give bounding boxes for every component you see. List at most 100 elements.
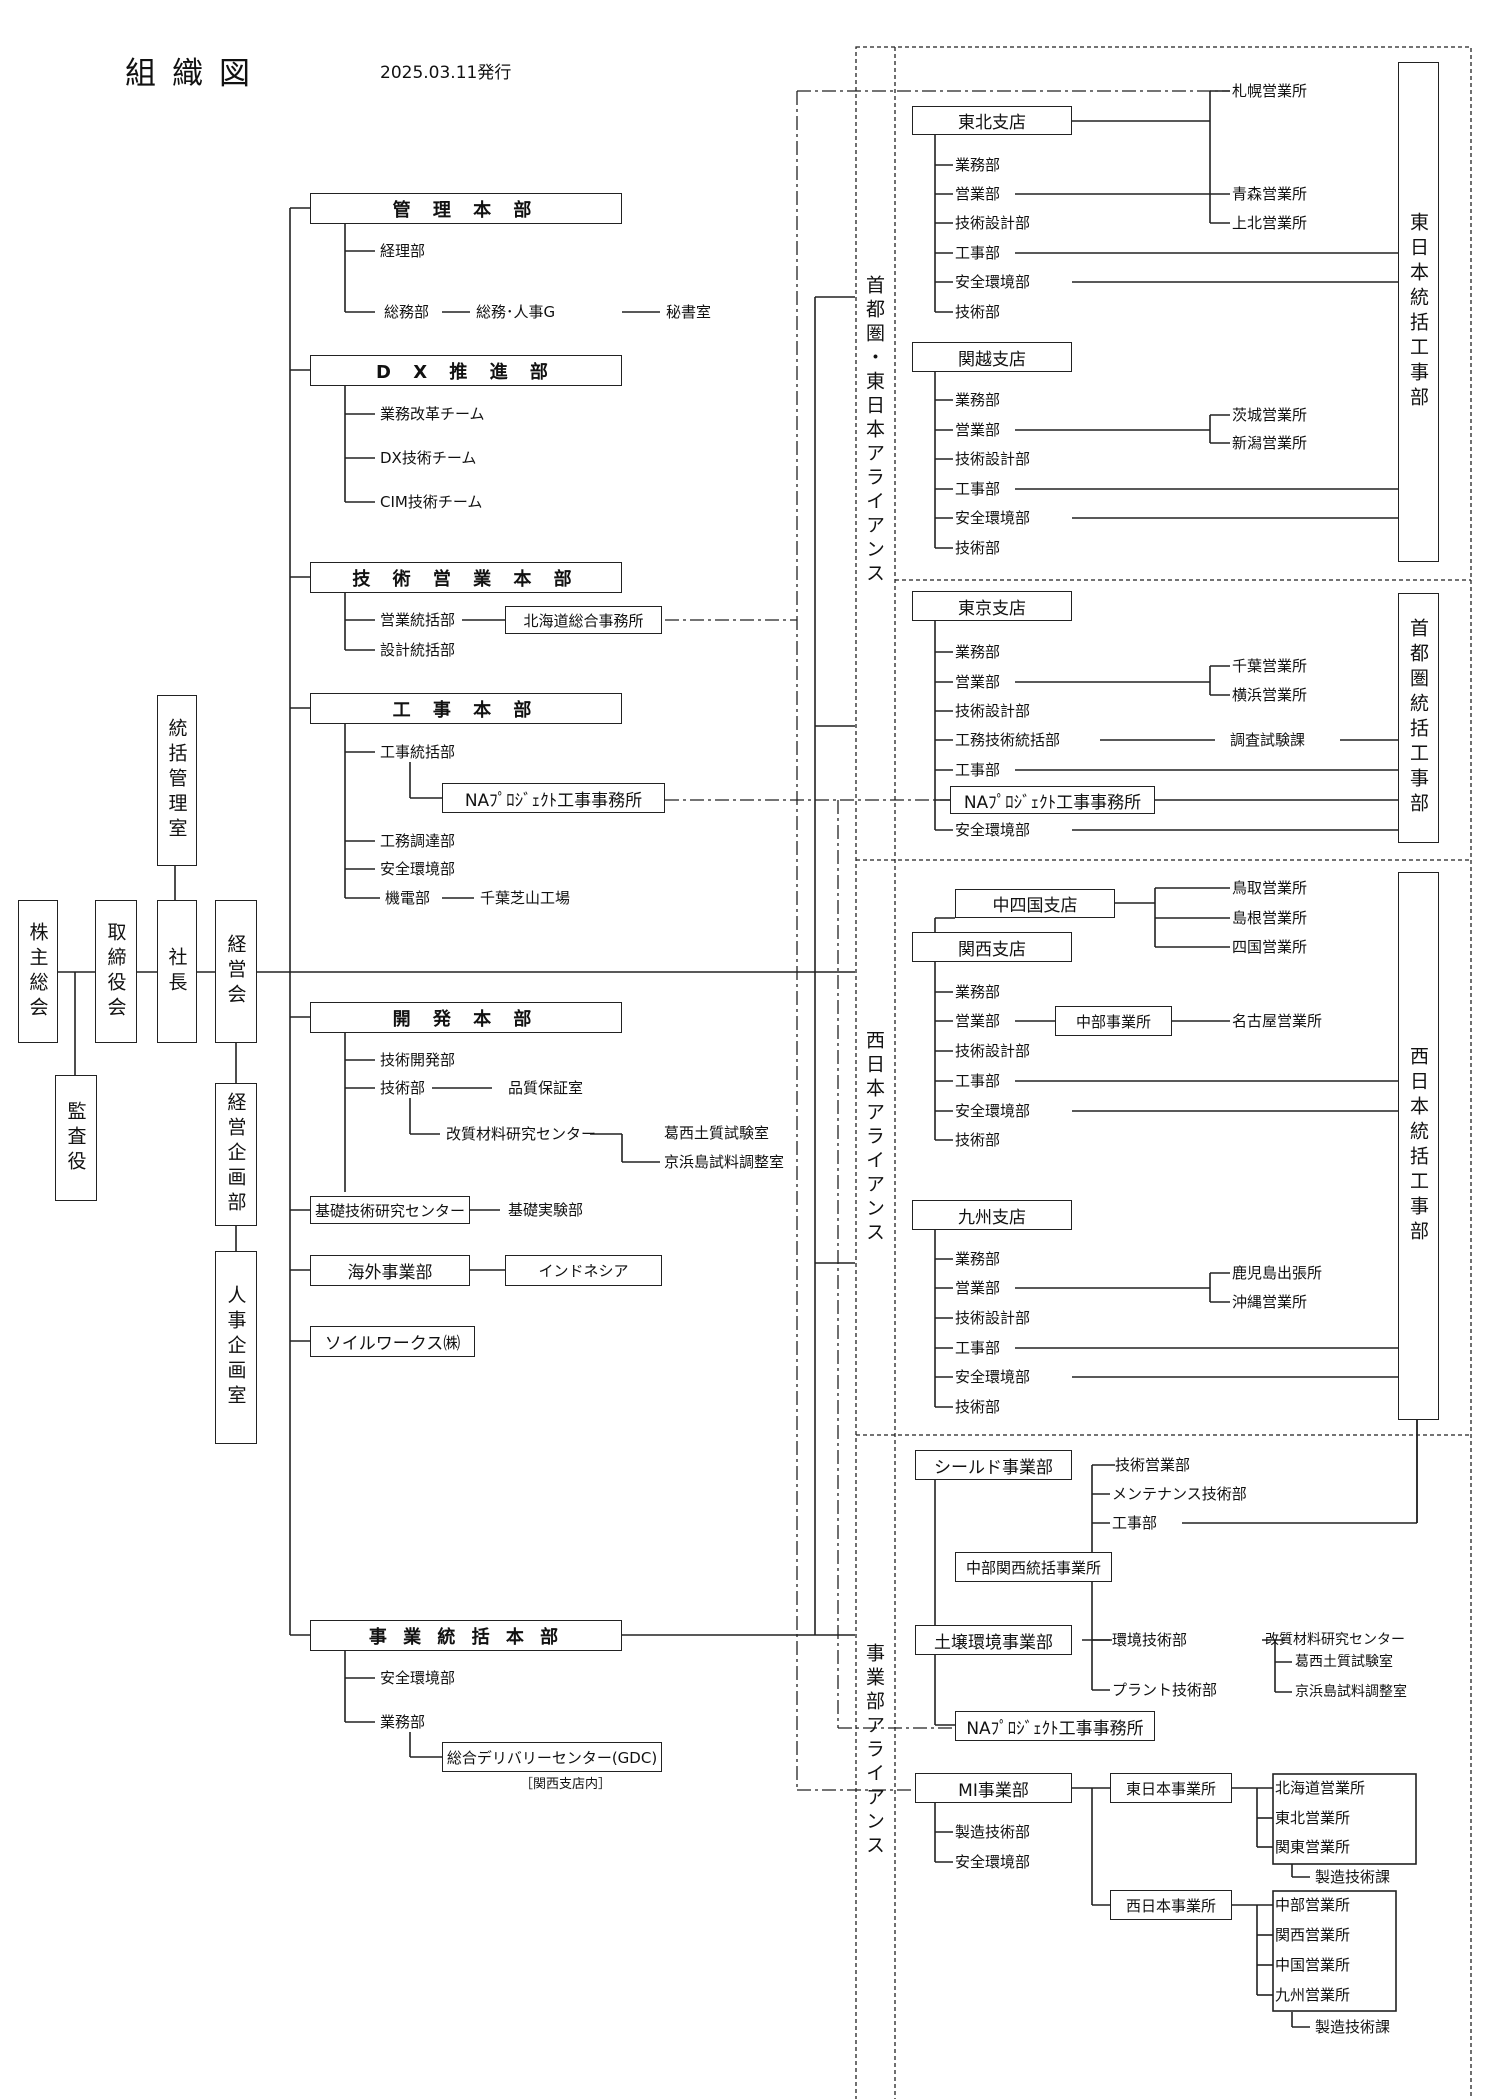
mi-west-branch: 関西営業所 bbox=[1275, 1926, 1351, 1944]
foundation-center: 基礎技術研究センター bbox=[310, 1196, 470, 1224]
chushikoku-branch: 中四国支店 bbox=[955, 889, 1115, 918]
branch-dept: 工事部 bbox=[955, 480, 1001, 498]
branch-office: 横浜営業所 bbox=[1232, 686, 1308, 704]
branch-dept: 安全環境部 bbox=[955, 273, 1031, 291]
branch-dept: 技術設計部 bbox=[955, 1309, 1031, 1327]
construction-hq: 工 事 本 部 bbox=[310, 693, 622, 724]
branch-office: 千葉営業所 bbox=[1232, 657, 1308, 675]
page-title: 組織図 bbox=[125, 56, 266, 92]
soil-materials-center: 改質材料研究センター bbox=[1265, 1632, 1405, 1648]
procurement-dept: 工務調達部 bbox=[380, 832, 456, 850]
mi-west-branch: 中部営業所 bbox=[1275, 1896, 1351, 1914]
tokyo-na-project-office: NAﾌﾟﾛｼﾞｪｸﾄ工事事務所 bbox=[950, 786, 1155, 814]
nagoya-office: 名古屋営業所 bbox=[1232, 1012, 1323, 1030]
oversight-office: 統括管理室 bbox=[157, 695, 197, 866]
west-alliance-label: 西日本アライアンス bbox=[863, 1030, 885, 1246]
branch-dept: 安全環境部 bbox=[955, 1102, 1031, 1120]
dx-item: 業務改革チーム bbox=[380, 405, 485, 423]
soil-env-division: 土壌環境事業部 bbox=[915, 1625, 1072, 1655]
business-alliance-label: 事業部アライアンス bbox=[863, 1643, 885, 1859]
keihin-lab: 京浜島試料調整室 bbox=[664, 1153, 785, 1171]
mi-east-branch: 東北営業所 bbox=[1275, 1809, 1351, 1827]
branch-office: 茨城営業所 bbox=[1232, 406, 1308, 424]
auditor: 監査役 bbox=[55, 1075, 97, 1201]
tokyo-branch: 東京支店 bbox=[912, 591, 1072, 621]
branch-dept: 技術設計部 bbox=[955, 214, 1031, 232]
dx-item: CIM技術チーム bbox=[380, 493, 483, 511]
branch-office: 四国営業所 bbox=[1232, 938, 1308, 956]
president: 社長 bbox=[157, 900, 197, 1043]
design-control-dept: 設計統括部 bbox=[380, 641, 456, 659]
division-na-project-office: NAﾌﾟﾛｼﾞｪｸﾄ工事事務所 bbox=[955, 1711, 1155, 1741]
kanetsu-branch: 関越支店 bbox=[912, 342, 1072, 372]
plant-tech-dept: プラント技術部 bbox=[1112, 1681, 1218, 1699]
mi-east-office: 東日本事業所 bbox=[1110, 1773, 1232, 1803]
branch-office: 沖縄営業所 bbox=[1232, 1293, 1308, 1311]
management-council: 経営会 bbox=[215, 900, 257, 1043]
branch-office: 鹿児島出張所 bbox=[1232, 1264, 1323, 1282]
kyushu-branch: 九州支店 bbox=[912, 1200, 1072, 1230]
secretary-office: 秘書室 bbox=[666, 303, 712, 321]
mi-division: MI事業部 bbox=[915, 1773, 1072, 1803]
branch-dept: 技術部 bbox=[955, 539, 1001, 557]
shareholders-meeting: 株主総会 bbox=[18, 900, 58, 1043]
branch-dept: 技術設計部 bbox=[955, 450, 1031, 468]
soil-kasai-lab: 葛西土質試験室 bbox=[1295, 1654, 1393, 1670]
kasai-lab: 葛西土質試験室 bbox=[664, 1124, 770, 1142]
branch-dept: 営業部 bbox=[955, 1279, 1001, 1297]
west-construction-hq: 西日本統括工事部 bbox=[1398, 872, 1439, 1420]
branch-dept: 技術部 bbox=[955, 1398, 1001, 1416]
branch-office: 新潟営業所 bbox=[1232, 434, 1308, 452]
branch-dept: 工事部 bbox=[955, 244, 1001, 262]
branch-office: 札幌営業所 bbox=[1232, 82, 1308, 100]
branch-dept: 工事部 bbox=[955, 1072, 1001, 1090]
mi-west-branch: 九州営業所 bbox=[1275, 1986, 1351, 2004]
branch-dept: 工務技術統括部 bbox=[955, 731, 1061, 749]
branch-dept: 工事部 bbox=[955, 1339, 1001, 1357]
chubu-kansai-office: 中部関西統括事業所 bbox=[955, 1552, 1112, 1582]
general-affairs-dept: 総務部 bbox=[384, 303, 430, 321]
branch-dept: 業務部 bbox=[955, 983, 1001, 1001]
branch-dept: 営業部 bbox=[955, 1012, 1001, 1030]
branch-dept: 営業部 bbox=[955, 185, 1001, 203]
branch-dept: 営業部 bbox=[955, 673, 1001, 691]
branch-dept: 安全環境部 bbox=[955, 509, 1031, 527]
branch-dept: 技術部 bbox=[955, 1131, 1001, 1149]
tohoku-branch: 東北支店 bbox=[912, 106, 1072, 135]
branch-dept: 業務部 bbox=[955, 643, 1001, 661]
construction-control-dept: 工事統括部 bbox=[380, 743, 456, 761]
branch-dept: 技術部 bbox=[955, 303, 1001, 321]
overseas-dept: 海外事業部 bbox=[310, 1255, 470, 1286]
board-of-directors: 取締役会 bbox=[95, 900, 137, 1043]
gdc-center: 総合デリバリーセンター(GDC) bbox=[442, 1742, 662, 1772]
foundation-lab: 基礎実験部 bbox=[508, 1201, 584, 1219]
tech-sales-hq: 技 術 営 業 本 部 bbox=[310, 562, 622, 593]
branch-dept: 業務部 bbox=[955, 156, 1001, 174]
admin-hq: 管 理 本 部 bbox=[310, 193, 622, 224]
branch-dept: 技術設計部 bbox=[955, 1042, 1031, 1060]
soil-keihin-lab: 京浜島試料調整室 bbox=[1295, 1684, 1407, 1700]
branch-dept: 営業部 bbox=[955, 421, 1001, 439]
branch-office: 上北営業所 bbox=[1232, 214, 1308, 232]
safety-dept: 安全環境部 bbox=[380, 860, 456, 878]
na-project-office: NAﾌﾟﾛｼﾞｪｸﾄ工事事務所 bbox=[442, 783, 665, 813]
issue-date: 2025.03.11発行 bbox=[380, 63, 512, 83]
chiba-factory: 千葉芝山工場 bbox=[480, 889, 571, 907]
business-operations-dept: 業務部 bbox=[380, 1713, 426, 1731]
mi-east-mfg: 製造技術課 bbox=[1315, 1868, 1391, 1886]
shield-dept: メンテナンス技術部 bbox=[1112, 1485, 1247, 1503]
soilworks-subsidiary: ソイルワークス㈱ bbox=[310, 1326, 475, 1357]
mi-east-branch: 北海道営業所 bbox=[1275, 1779, 1366, 1797]
tech-dept: 技術部 bbox=[380, 1079, 426, 1097]
hr-group: 総務･人事G bbox=[476, 303, 556, 321]
capital-construction-hq: 首都圏統括工事部 bbox=[1398, 593, 1439, 843]
shield-division: シールド事業部 bbox=[915, 1450, 1072, 1480]
kansai-branch: 関西支店 bbox=[912, 932, 1072, 962]
hr-planning-office: 人事企画室 bbox=[215, 1251, 257, 1444]
dx-promotion: D X 推 進 部 bbox=[310, 355, 622, 386]
sales-control-dept: 営業統括部 bbox=[380, 611, 456, 629]
branch-dept: 安全環境部 bbox=[955, 821, 1031, 839]
mech-elec-dept: 機電部 bbox=[385, 889, 431, 907]
